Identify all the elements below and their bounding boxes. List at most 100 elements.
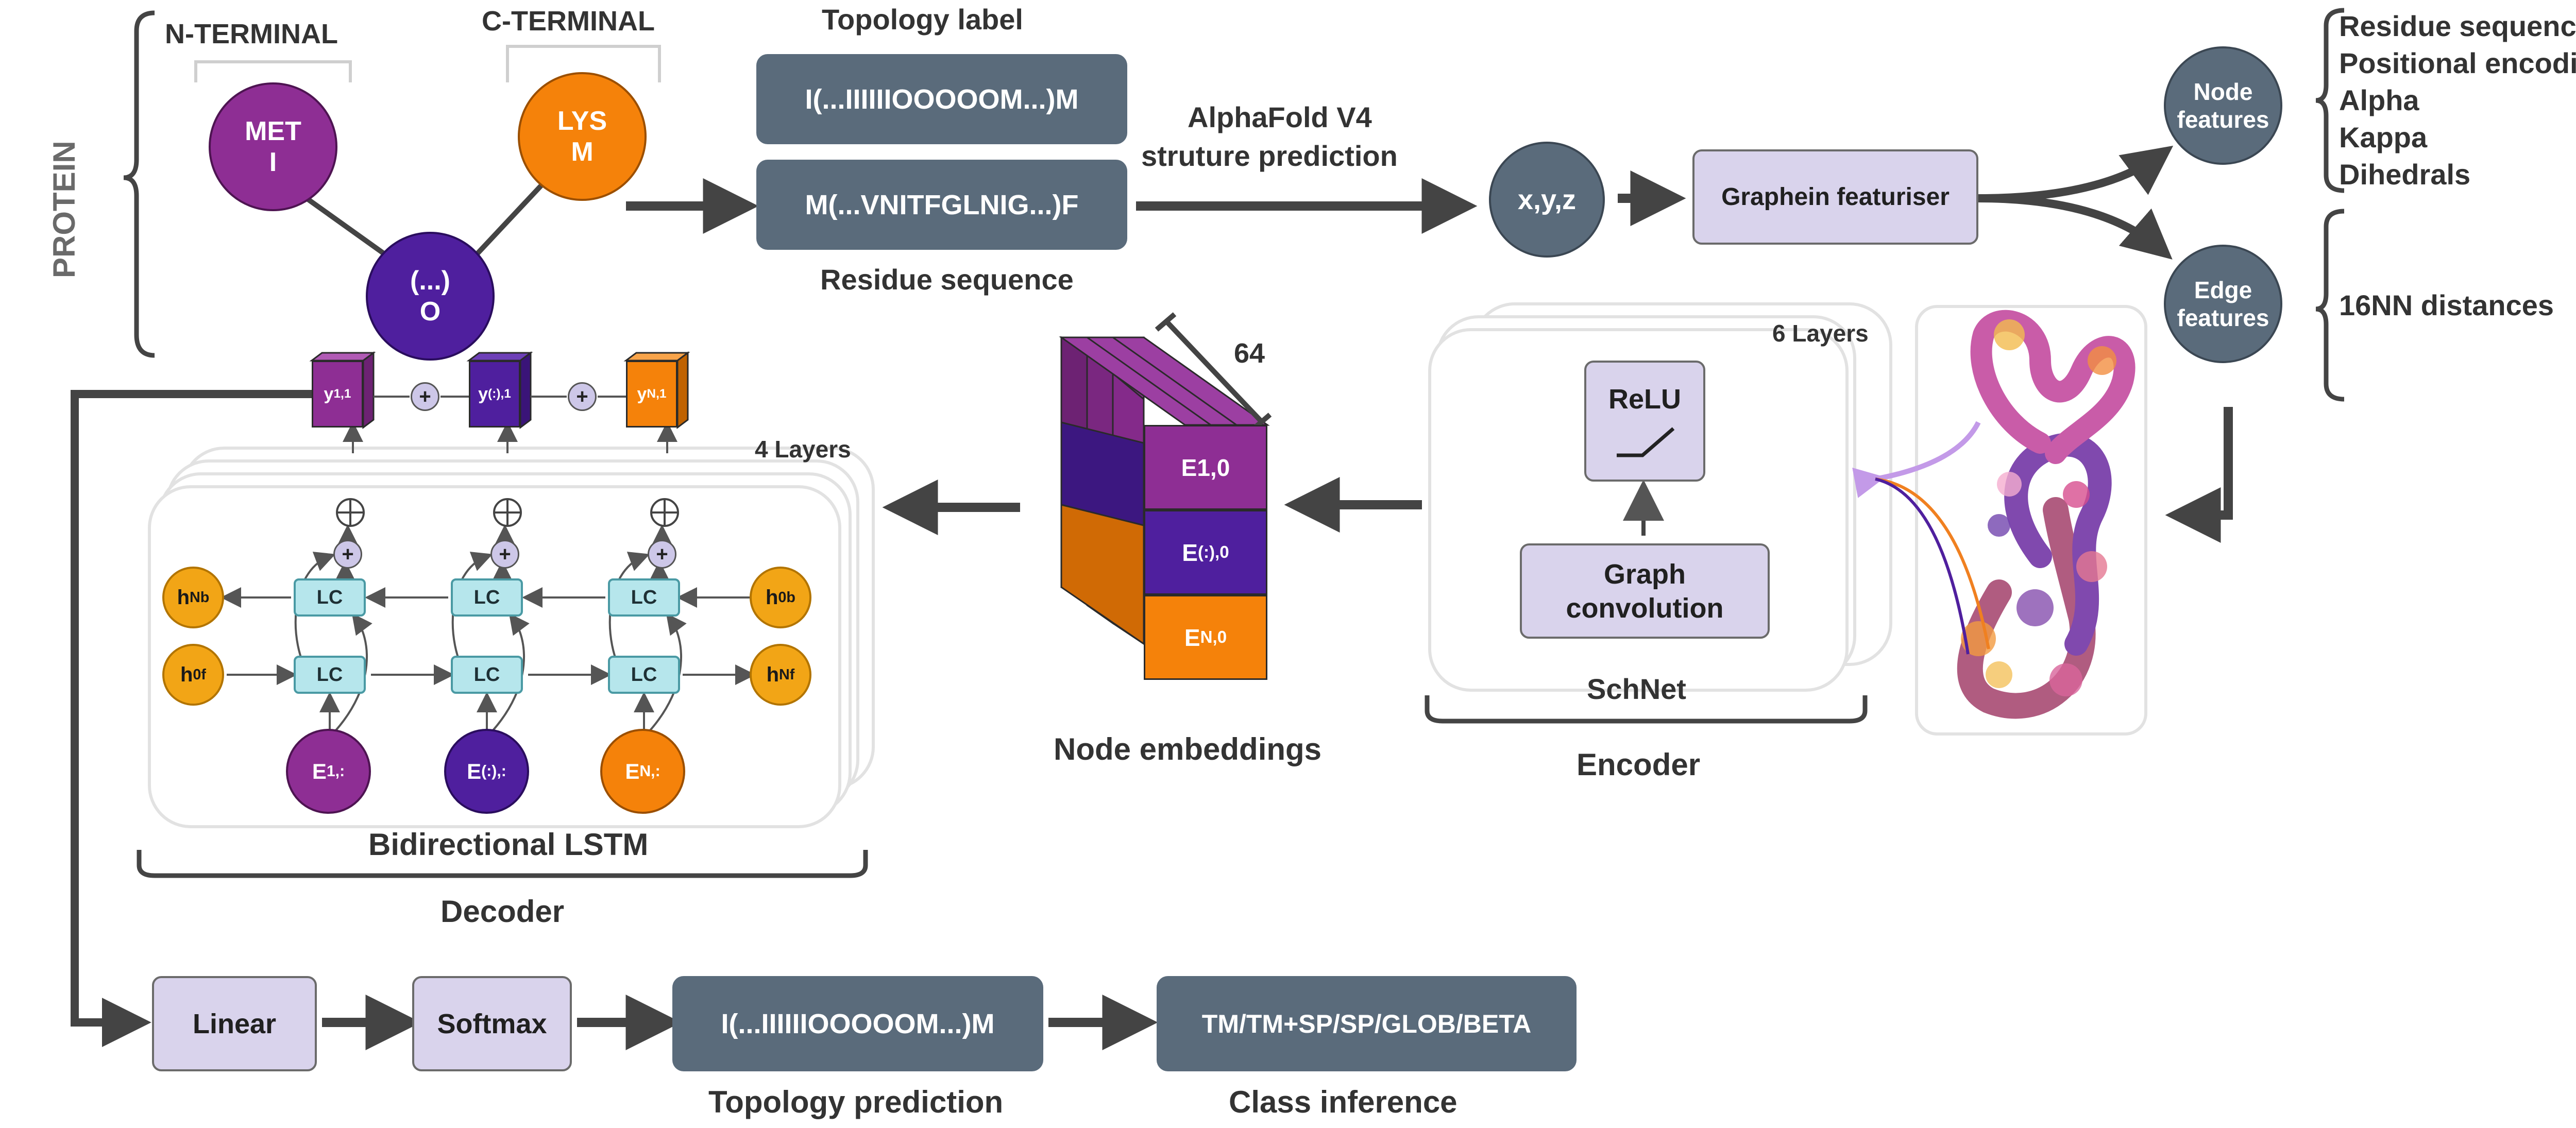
input-first-main: E — [312, 759, 327, 783]
lstm-cell-forward-3: LC — [608, 656, 680, 694]
middle-topology: O — [419, 297, 441, 327]
hidden-0f-sub: 0f — [193, 666, 207, 683]
n-terminal-label: N-TERMINAL — [165, 19, 338, 49]
output-y-middle-sub: (:),1 — [488, 387, 511, 401]
middle-residue-node: (...) O — [366, 232, 495, 361]
node-feature-item: Alpha — [2339, 84, 2419, 116]
lstm-cell-backward-2: LC — [451, 578, 523, 617]
hidden-nf-sub: Nf — [779, 666, 795, 683]
class-inference-box: TM/TM+SP/SP/GLOB/BETA — [1157, 976, 1577, 1071]
topology-label-caption: Topology label — [822, 3, 1023, 36]
topology-label-box: I(...IIIIIIOOOOOM...)M — [756, 54, 1127, 144]
topology-prediction-box: I(...IIIIIIOOOOOM...)M — [672, 976, 1043, 1071]
hidden-nb-main: h — [177, 586, 190, 609]
embedding-middle-main: E — [1182, 539, 1198, 566]
hidden-nb-sub: Nb — [190, 589, 210, 606]
input-middle-main: E — [467, 759, 482, 783]
softmax-layer-box: Softmax — [412, 976, 572, 1071]
node-features-line1: Node — [2193, 78, 2253, 105]
alphafold-label-line2: struture prediction — [1141, 140, 1398, 172]
node-feature-item: Kappa — [2339, 121, 2428, 153]
relu-label: ReLU — [1608, 384, 1681, 415]
output-y-middle-main: y — [478, 384, 488, 404]
input-first-sub: 1,: — [326, 762, 345, 780]
oplus-symbols — [336, 498, 679, 527]
graph-conv-line1: Graph — [1603, 558, 1686, 590]
edge-features-line2: features — [2177, 304, 2269, 331]
node-feature-item: Residue sequence — [2339, 10, 2576, 42]
relu-curve-icon — [1616, 427, 1674, 457]
input-middle-sub: (:),: — [481, 762, 506, 780]
decoder-bracket — [137, 850, 868, 878]
topology-prediction-caption: Topology prediction — [708, 1085, 1004, 1119]
lstm-sum-3: + — [648, 540, 676, 569]
relu-box: ReLU — [1584, 361, 1705, 482]
output-y-last-sub: N,1 — [647, 387, 667, 401]
graph-convolution-box: Graph convolution — [1520, 543, 1770, 639]
hidden-nf-main: h — [766, 663, 779, 686]
output-plus-1: + — [411, 382, 439, 411]
lstm-cell-forward-1: LC — [294, 656, 366, 694]
embedding-middle-sub: (:),0 — [1197, 542, 1229, 562]
decoder-layers-label: 4 Layers — [755, 436, 851, 463]
node-features-bracket — [2315, 8, 2345, 193]
middle-name: (...) — [410, 266, 450, 296]
embedding-last-main: E — [1184, 624, 1200, 651]
output-y-first-main: y — [324, 384, 334, 404]
met-residue-node: MET I — [209, 82, 337, 211]
edge-features-line1: Edge — [2194, 277, 2252, 303]
node-feature-item: Dihedrals — [2339, 158, 2471, 191]
output-y-last-main: y — [637, 384, 647, 404]
lstm-cell-forward-2: LC — [451, 656, 523, 694]
embedding-row-first: E1,0 — [1144, 425, 1267, 510]
edge-features-node: Edge features — [2164, 245, 2282, 363]
decoder-input-middle: E(:),: — [444, 729, 529, 814]
encoder-caption: Encoder — [1577, 747, 1701, 782]
c-terminal-label: C-TERMINAL — [482, 6, 655, 37]
input-last-sub: N,: — [639, 762, 660, 780]
node-features-line2: features — [2177, 106, 2269, 133]
encoder-bracket — [1425, 695, 1868, 724]
hidden-0b-main: h — [765, 586, 778, 609]
node-embeddings-caption: Node embeddings — [1054, 732, 1322, 766]
met-topology: I — [269, 147, 277, 177]
output-plus-2: + — [568, 382, 597, 411]
class-inference-caption: Class inference — [1229, 1085, 1458, 1119]
hidden-0b-sub: 0b — [778, 589, 796, 606]
graphein-featuriser-box: Graphein featuriser — [1692, 149, 1978, 245]
output-y-first-sub: 1,1 — [333, 387, 351, 401]
alphafold-label-line1: AlphaFold V4 — [1188, 101, 1372, 133]
embedding-last-sub: N,0 — [1200, 627, 1227, 647]
lstm-sum-2: + — [490, 540, 519, 569]
embedding-tensor — [1059, 336, 1270, 645]
n-terminal-bracket — [194, 60, 352, 82]
residue-sequence-box: M(...VNITFGLNIG...)F — [756, 160, 1127, 250]
lstm-sum-1: + — [333, 540, 362, 569]
met-name: MET — [245, 116, 301, 146]
lys-topology: M — [571, 137, 594, 167]
linear-layer-box: Linear — [152, 976, 317, 1071]
encoder-layers-label: 6 Layers — [1772, 320, 1869, 347]
edge-feature-item: 16NN distances — [2339, 289, 2554, 321]
lstm-cell-backward-3: LC — [608, 578, 680, 617]
node-feature-item: Positional encoding — [2339, 47, 2576, 79]
schnet-label: SchNet — [1587, 673, 1686, 705]
embedding-dimension-label: 64 — [1234, 338, 1265, 369]
hidden-0f-main: h — [180, 663, 193, 686]
node-features-node: Node features — [2164, 46, 2282, 165]
lys-residue-node: LYS M — [518, 72, 647, 201]
graph-conv-line2: convolution — [1566, 592, 1724, 624]
lstm-cell-backward-1: LC — [294, 578, 366, 617]
node-features-list: Residue sequence Positional encoding Alp… — [2339, 8, 2576, 193]
output-y-middle: y(:),1 — [469, 361, 520, 428]
protein-structure-art — [1957, 310, 2136, 719]
